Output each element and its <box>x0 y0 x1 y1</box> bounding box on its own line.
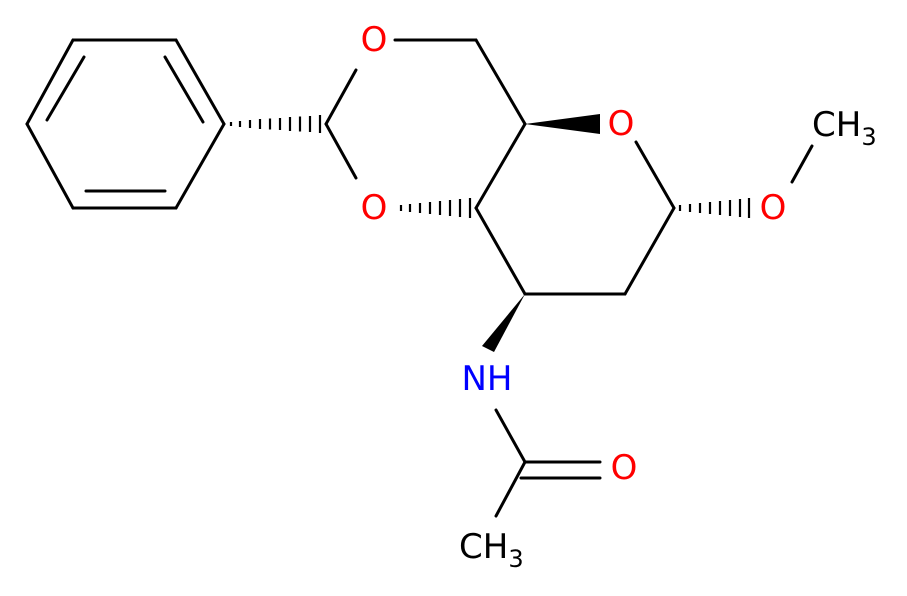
wedge-bond-nitrogen <box>482 294 525 352</box>
bond <box>45 55 86 122</box>
bond <box>634 140 676 210</box>
bond <box>163 55 205 124</box>
methyl-bottom-sub: 3 <box>508 545 523 573</box>
methyl-label-bottom: CH3 <box>459 527 524 573</box>
bond <box>474 122 527 210</box>
oxygen-label-dioxane-top: O <box>361 20 388 60</box>
hash-bond-acetal-phenyl <box>229 115 322 133</box>
bond <box>494 408 527 464</box>
nitrogen-label: NH <box>462 359 513 399</box>
methyl-top-main: CH <box>812 105 861 145</box>
hash-bond-ring-oxygen <box>399 198 472 218</box>
bond <box>174 38 226 126</box>
bond <box>25 38 75 126</box>
bond <box>623 206 676 296</box>
bond <box>494 460 527 518</box>
bond <box>174 122 226 210</box>
bond <box>474 206 527 296</box>
dioxane-ring <box>324 38 527 210</box>
methyl-top-sub: 3 <box>861 123 876 151</box>
methyl-label-top: CH3 <box>812 105 877 151</box>
acetamide-bonds <box>494 408 602 518</box>
bond <box>474 38 527 126</box>
bond <box>324 122 358 180</box>
phenyl-ring <box>25 38 226 210</box>
oxygen-label-carbonyl: O <box>611 448 638 488</box>
oxygen-label-dioxane-left: O <box>361 188 388 228</box>
pyran-ring <box>474 140 676 296</box>
oxygen-label-methoxy: O <box>760 188 787 228</box>
bond-methoxy-methyl <box>790 144 814 184</box>
oxygen-label-pyran: O <box>608 104 635 144</box>
bond <box>324 68 358 126</box>
hash-bond-anomeric-methoxy <box>678 198 751 218</box>
methyl-bottom-main: CH <box>459 527 508 567</box>
wedge-bond-pyran-oxygen <box>525 114 600 134</box>
bond <box>25 122 75 210</box>
